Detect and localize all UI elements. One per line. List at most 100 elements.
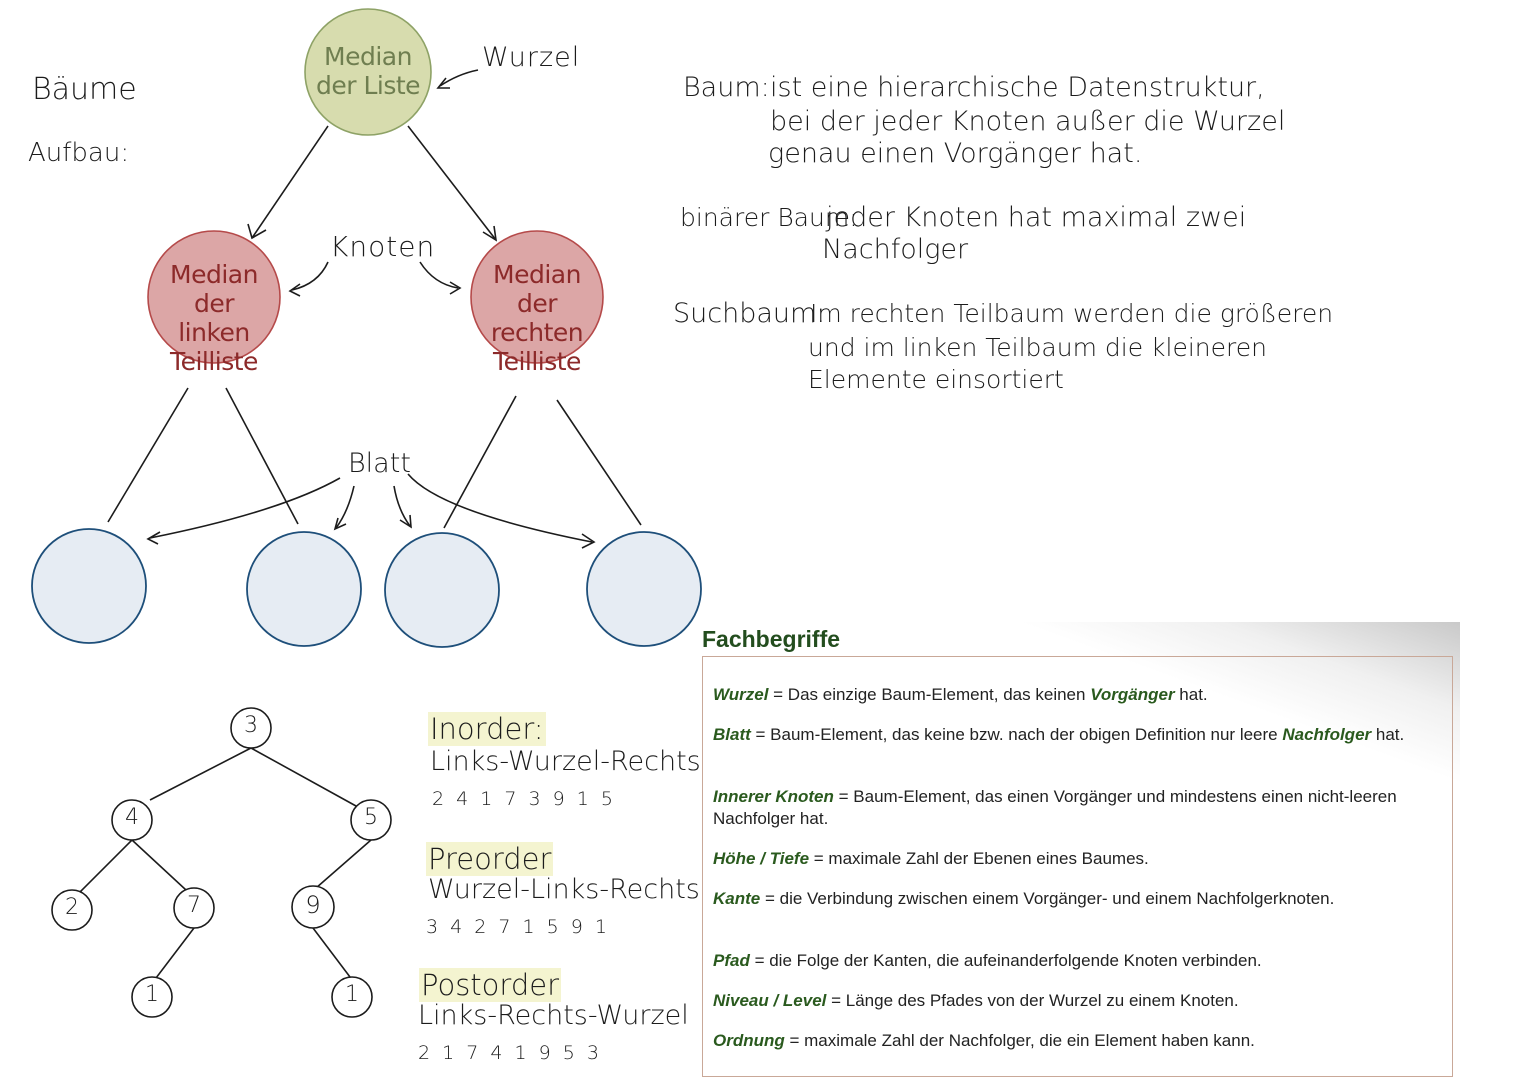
definition-baum-line1: ist eine hierarchische Datenstruktur, (770, 72, 1265, 103)
tree-node-7-label: 7 (187, 893, 201, 918)
example-tree-nodes (51, 707, 392, 1018)
arrow-knoten-right (419, 261, 459, 289)
glossary-entry-pfad: Pfad = die Folge der Kanten, die aufeina… (713, 950, 1443, 972)
definition-suchbaum-term: Suchbaum: (673, 298, 826, 329)
tree-node-7 (173, 887, 215, 929)
glossary-entry-ordnung: Ordnung = maximale Zahl der Nachfolger, … (713, 1030, 1443, 1052)
knoten-annotation: Knoten (330, 230, 436, 263)
root-label-line2: der Liste (315, 71, 421, 100)
leaf-node-2 (246, 531, 362, 647)
glossary-entry-innerer-knoten: Innerer Knoten = Baum-Element, das einen… (713, 786, 1443, 830)
tree-node-4 (111, 799, 153, 841)
glossary-panel: Fachbegriffe Wurzel = Das einzige Baum-E… (702, 622, 1460, 1078)
tree-node-1b (331, 976, 373, 1018)
tree-node-9-label: 9 (305, 891, 321, 919)
edge-9-1 (312, 927, 351, 978)
edge-root-left (251, 125, 329, 239)
inorder-sequence: 2 4 1 7 3 9 1 5 (432, 788, 616, 810)
arrowhead-blatt-2 (333, 517, 347, 531)
glossary-text: = Baum-Element, das keine bzw. nach der … (750, 725, 1283, 744)
edge-4-2 (79, 839, 133, 893)
glossary-emph: Nachfolger (1282, 725, 1372, 744)
left-child-label: Median der linken Teilliste (148, 260, 280, 376)
postorder-sequence: 2 1 7 4 1 9 5 3 (418, 1042, 602, 1064)
glossary-term: Blatt (713, 725, 751, 744)
structure-edges (107, 69, 642, 549)
glossary-text: = Baum-Element, das einen Vorgänger und … (713, 787, 1397, 828)
right-child-label: Median der rechten Teilliste (471, 260, 603, 376)
glossary-entry-niveau: Niveau / Level = Länge des Pfades von de… (713, 990, 1443, 1012)
tree-node-1a (131, 976, 173, 1018)
glossary-entry-kante: Kante = die Verbindung zwischen einem Vo… (713, 888, 1443, 910)
definition-suchbaum-line2: und im linken Teilbaum die kleineren (808, 333, 1267, 362)
arrowhead-blatt-1 (146, 531, 161, 545)
tree-node-3 (230, 707, 272, 749)
glossary-term: Niveau / Level (713, 991, 827, 1010)
edge-7-1 (155, 927, 195, 979)
page-subtitle: Aufbau: (28, 138, 130, 168)
edge-left-leaf1 (107, 387, 189, 523)
postorder-title: Postorder (419, 968, 562, 1002)
right-child-label-line1: Median der (493, 260, 581, 318)
glossary-term: Pfad (713, 951, 750, 970)
inorder-title: Inorder: (428, 712, 546, 746)
edge-right-leaf4 (556, 399, 642, 526)
arrow-blatt-2 (335, 485, 355, 529)
glossary-text: = die Folge der Kanten, die aufeinanderf… (749, 951, 1262, 970)
right-child-label-line3: Teilliste (493, 347, 581, 376)
preorder-pattern: Wurzel-Links-Rechts (428, 874, 700, 905)
arrow-knoten-left (291, 261, 329, 291)
glossary-text: = maximale Zahl der Ebenen eines Baumes. (809, 849, 1149, 868)
edge-root-right (407, 125, 497, 241)
leaf-node-1 (31, 528, 147, 644)
wurzel-annotation: Wurzel (482, 42, 581, 73)
arrow-blatt-1 (149, 477, 341, 539)
definition-baum-term: Baum: (683, 72, 770, 103)
edge-3-4 (149, 747, 252, 801)
preorder-title: Preorder (426, 842, 554, 876)
arrow-wurzel (439, 69, 479, 87)
definition-binaer-line1: jeder Knoten hat maximal zwei (826, 202, 1247, 233)
glossary-box: Wurzel = Das einzige Baum-Element, das k… (702, 656, 1453, 1077)
definition-binaer-term: binärer Baum: (680, 203, 858, 232)
tree-node-2-label: 2 (65, 895, 79, 920)
edge-4-7 (131, 839, 187, 891)
edge-5-9 (315, 839, 372, 889)
preorder-sequence: 3 4 2 7 1 5 9 1 (426, 916, 610, 938)
left-child-label-line1: Median der (170, 260, 258, 318)
glossary-text: = maximale Zahl der Nachfolger, die ein … (784, 1031, 1255, 1050)
edge-left-leaf2 (225, 387, 299, 525)
tree-node-9 (291, 885, 335, 929)
left-child-label-line3: Teilliste (170, 347, 258, 376)
tree-node-4-label: 4 (125, 805, 139, 830)
glossary-tail: hat. (1174, 685, 1208, 704)
left-child-label-line2: linken (178, 318, 250, 347)
glossary-entry-hoehe: Höhe / Tiefe = maximale Zahl der Ebenen … (713, 848, 1443, 870)
arrowhead-wurzel (436, 77, 450, 89)
arrowhead-blatt-4 (581, 533, 596, 549)
definition-suchbaum-line3: Elemente einsortiert (808, 365, 1064, 394)
glossary-emph: Vorgänger (1090, 685, 1175, 704)
right-child-label-line2: rechten (490, 318, 584, 347)
definition-baum-line3: genau einen Vorgänger hat. (768, 138, 1143, 169)
arrowhead-root-right (482, 225, 498, 242)
glossary-entry-blatt: Blatt = Baum-Element, das keine bzw. nac… (713, 724, 1443, 746)
glossary-text: = Länge des Pfades von der Wurzel zu ein… (826, 991, 1239, 1010)
leaf-node-3 (384, 532, 500, 648)
arrow-blatt-4 (407, 473, 593, 543)
definition-binaer-line2: Nachfolger (822, 234, 969, 265)
page-title: Bäume (32, 72, 137, 107)
root-label: Median der Liste (308, 42, 428, 100)
tree-node-1a-label: 1 (145, 982, 159, 1007)
arrowhead-root-left (247, 223, 267, 240)
glossary-text: = Das einzige Baum-Element, das keinen (768, 685, 1091, 704)
root-node (304, 8, 432, 136)
edge-right-leaf3 (443, 395, 517, 529)
postorder-pattern: Links-Rechts-Wurzel (418, 1000, 689, 1031)
blatt-annotation: Blatt (348, 448, 411, 479)
arrowhead-knoten-left (288, 283, 301, 297)
tree-node-3-label: 3 (244, 713, 258, 738)
leaf-node-4 (586, 531, 702, 647)
edge-3-5 (250, 747, 357, 807)
